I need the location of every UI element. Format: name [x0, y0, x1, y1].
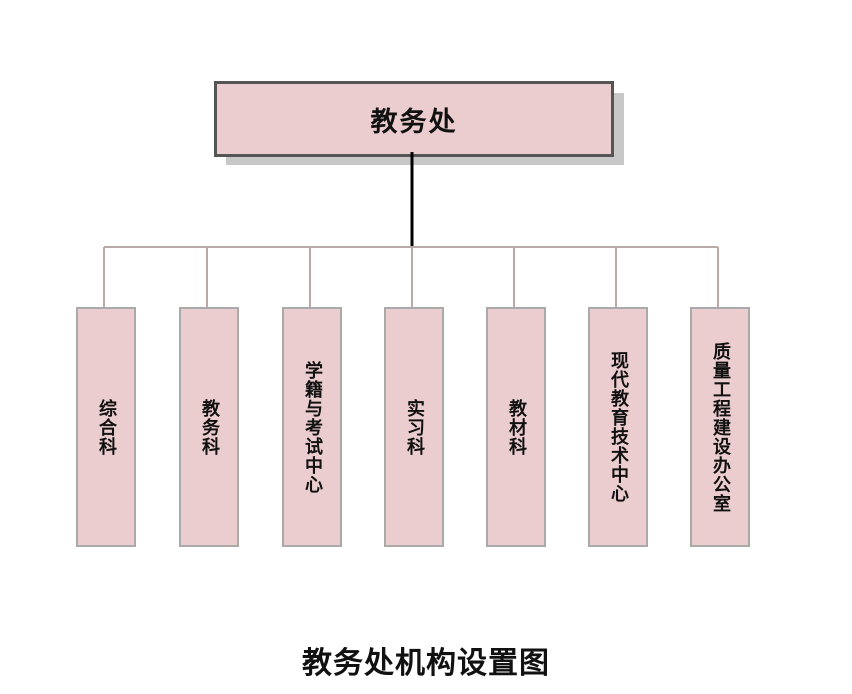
department-label: 质量工程建设办公室	[710, 341, 731, 513]
department-label: 学籍与考试中心	[302, 360, 323, 494]
department-node: 学籍与考试中心	[282, 307, 342, 547]
department-node: 教材科	[486, 307, 546, 547]
root-label: 教务处	[370, 106, 458, 138]
root-node: 教务处	[214, 81, 614, 157]
department-label: 综合科	[96, 398, 117, 456]
department-node: 质量工程建设办公室	[690, 307, 750, 547]
department-label: 实习科	[404, 398, 425, 456]
department-node: 教务科	[179, 307, 239, 547]
department-label: 教务科	[199, 398, 220, 456]
department-label: 现代教育技术中心	[608, 351, 629, 503]
department-node: 综合科	[76, 307, 136, 547]
department-node: 现代教育技术中心	[588, 307, 648, 547]
diagram-caption: 教务处机构设置图	[302, 646, 550, 681]
department-node: 实习科	[384, 307, 444, 547]
department-label: 教材科	[506, 398, 527, 456]
